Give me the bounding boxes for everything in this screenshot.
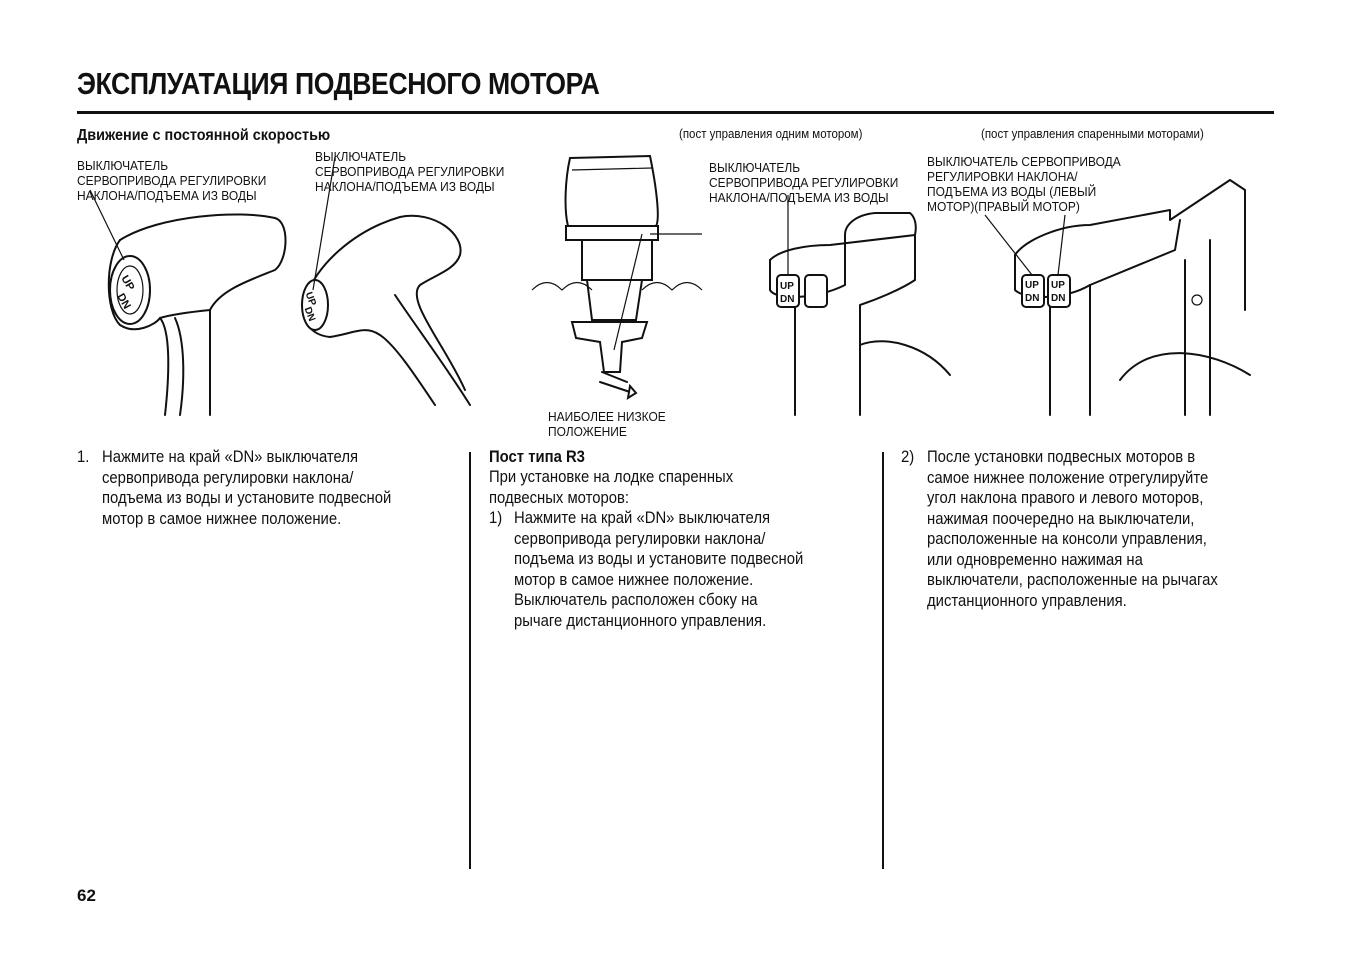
section-heading: Движение с постоянной скоростью (77, 127, 331, 144)
col2-marker: 1) (489, 509, 503, 527)
col2-text: Нажмите на край «DN» выключателя сервопр… (514, 509, 804, 630)
page-title: ЭКСПЛУАТАЦИЯ ПОДВЕСНОГО МОТОРА (77, 66, 600, 101)
figure-label-twin-station: ВЫКЛЮЧАТЕЛЬ СЕРВОПРИВОДА РЕГУЛИРОВКИ НАК… (927, 154, 1121, 214)
figure-label-handle-1: ВЫКЛЮЧАТЕЛЬ СЕРВОПРИВОДА РЕГУЛИРОВКИ НАК… (77, 158, 267, 203)
col1-text: Нажмите на край «DN» выключателя сервопр… (102, 448, 392, 528)
caption-twin-station: (пост управления спаренными моторами) (981, 127, 1204, 141)
illustration-handle-1: UP DN (89, 189, 287, 416)
twin-left-up-text: UP (1025, 280, 1039, 291)
twin-right-dn-text: DN (1051, 293, 1065, 304)
col3-marker: 2) (901, 448, 915, 466)
col3-text: После установки подвесных моторов в само… (927, 448, 1218, 610)
twin-right-up-text: UP (1051, 280, 1065, 291)
handle2-up-text: UP (303, 291, 318, 308)
page-number: 62 (77, 886, 96, 905)
figure-label-handle-2: ВЫКЛЮЧАТЕЛЬ СЕРВОПРИВОДА РЕГУЛИРОВКИ НАК… (315, 149, 505, 194)
caption-single-station: (пост управления одним мотором) (679, 127, 863, 141)
handle2-dn-text: DN (302, 306, 317, 323)
figure-label-single-station: ВЫКЛЮЧАТЕЛЬ СЕРВОПРИВОДА РЕГУЛИРОВКИ НАК… (709, 160, 899, 205)
single-dn-text: DN (780, 294, 794, 305)
illustration-single-control: UP DN (769, 195, 951, 416)
col1-marker: 1. (77, 448, 90, 466)
col2-heading: Пост типа R3 (489, 448, 585, 466)
title-rule (77, 111, 1274, 114)
twin-left-dn-text: DN (1025, 293, 1039, 304)
illustration-twin-control: UP DN UP DN (984, 179, 1251, 416)
illustration-outboard-motor (531, 154, 703, 401)
single-up-text: UP (780, 281, 794, 292)
illustration-handle-2: UP DN (301, 156, 471, 406)
column-divider-2 (882, 452, 884, 869)
figure-label-lowest-position: НАИБОЛЕЕ НИЗКОЕ ПОЛОЖЕНИЕ (548, 409, 666, 439)
col2-intro: При установке на лодке спаренных подвесн… (489, 468, 734, 507)
column-divider-1 (469, 452, 471, 869)
